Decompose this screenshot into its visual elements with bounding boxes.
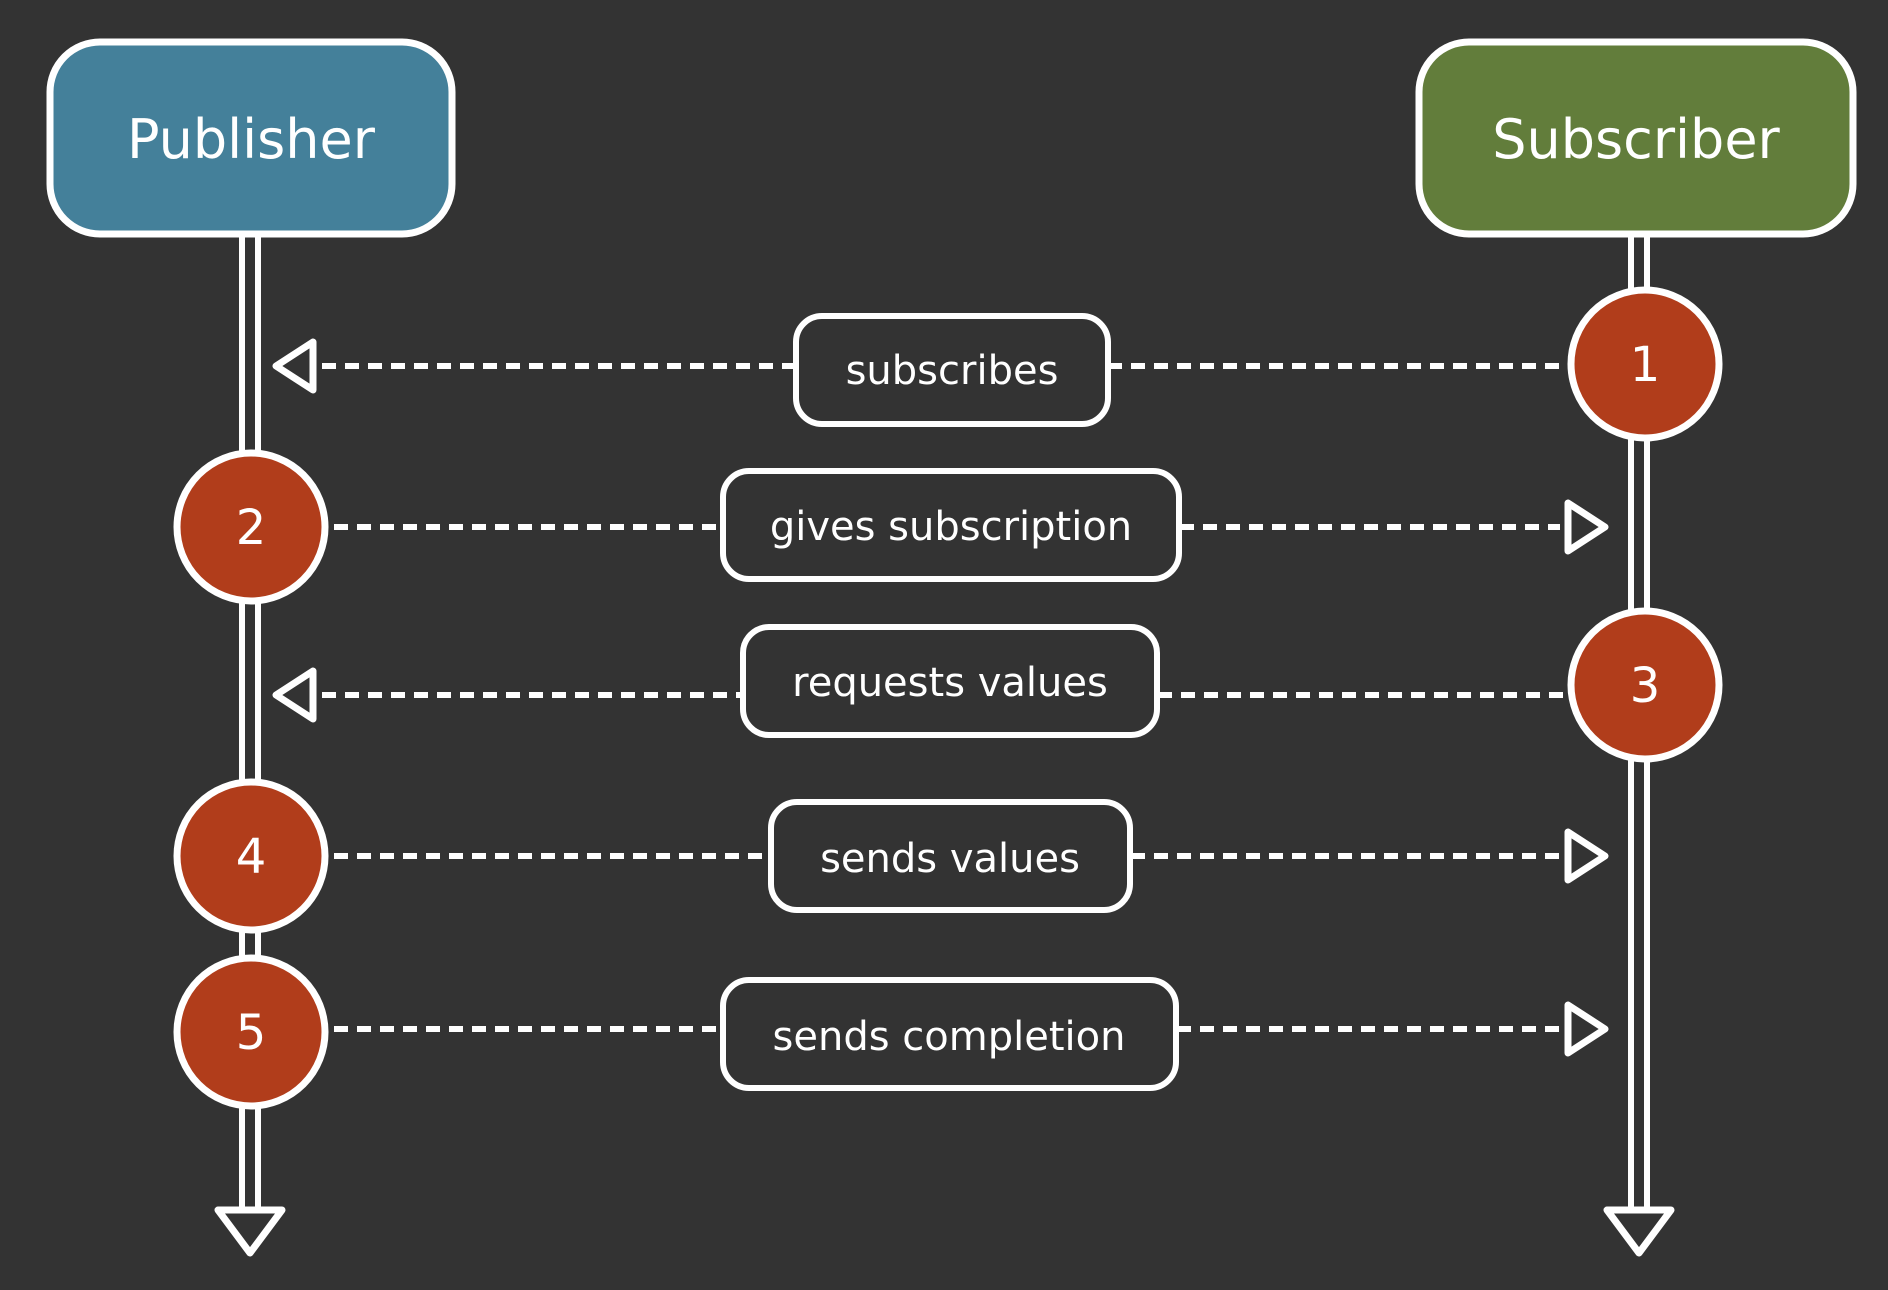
step-circle	[1567, 286, 1723, 442]
arrowhead-left	[272, 338, 317, 394]
arrowhead-left	[272, 667, 317, 723]
message-row: subscribes 1	[272, 286, 1723, 442]
step-number: 2	[236, 500, 267, 556]
message-label: sends completion	[773, 1014, 1126, 1060]
subscriber-lifeline-arrowhead	[1603, 1206, 1675, 1257]
publisher-lifeline-arrowhead	[214, 1206, 286, 1257]
message-label: gives subscription	[770, 504, 1132, 550]
subscriber-label: Subscriber	[1492, 108, 1780, 171]
step-circle	[173, 954, 329, 1110]
step-circle	[1567, 607, 1723, 763]
message-row: requests values 3	[272, 607, 1723, 763]
arrowhead-right	[1564, 828, 1609, 884]
message-row: gives subscription 2	[173, 449, 1609, 605]
step-number: 5	[236, 1005, 267, 1061]
message-row: sends values 4	[173, 778, 1609, 934]
message-label: sends values	[820, 836, 1080, 882]
messages: subscribes 1 gives subscription 2 requ	[173, 286, 1723, 1110]
subscriber-actor: Subscriber	[1415, 38, 1857, 238]
publisher-label: Publisher	[127, 108, 376, 171]
step-number: 1	[1630, 337, 1661, 393]
message-label: subscribes	[846, 348, 1059, 394]
publisher-actor: Publisher	[46, 38, 456, 238]
arrowhead-right	[1564, 499, 1609, 555]
message-row: sends completion 5	[173, 954, 1609, 1110]
step-number: 4	[236, 829, 267, 885]
step-number: 3	[1630, 658, 1661, 714]
step-circle	[173, 449, 329, 605]
message-label: requests values	[792, 660, 1108, 706]
arrowhead-right	[1564, 1001, 1609, 1057]
step-circle	[173, 778, 329, 934]
